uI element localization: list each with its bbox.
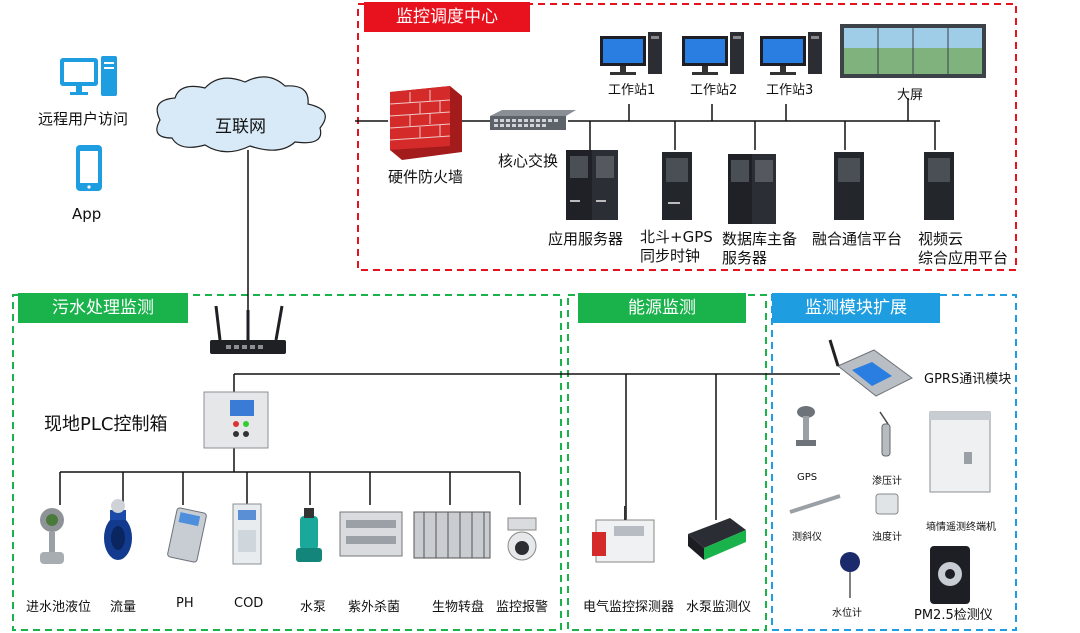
smartphone-icon [76, 145, 102, 191]
section-tag-energy: 能源监测 [578, 293, 746, 323]
turbidity-label: 浊度计 [872, 532, 902, 543]
workstation-2-label: 工作站2 [690, 83, 738, 98]
gprs-label: GPRS通讯模块 [924, 372, 1012, 387]
pump-monitor-icon [688, 518, 746, 560]
sensor-label-alarm: 监控报警 [496, 600, 549, 615]
beidou-gps-clock-icon [662, 152, 692, 220]
sensor-label-level: 进水池液位 [26, 600, 92, 615]
section-tag-center: 监控调度中心 [364, 2, 530, 32]
sensor-label-ph: PH [176, 596, 194, 611]
workstation-1-icon [600, 32, 662, 75]
video-platform-label-line2: 综合应用平台 [918, 249, 1009, 267]
internet-label: 互联网 [215, 117, 266, 137]
piezometer-label: 渗压计 [872, 476, 902, 487]
beidou-label-line1: 北斗+GPS [640, 228, 713, 246]
biological-disc-icon [413, 511, 491, 559]
database-label-line2: 服务器 [722, 249, 768, 267]
remote-user-label: 远程用户访问 [38, 110, 129, 128]
ph-meter-icon [167, 507, 207, 563]
sensor-label-uv: 紫外杀菌 [348, 600, 401, 615]
workstation-3-label: 工作站3 [766, 83, 814, 98]
big-screen-label: 大屏 [897, 88, 924, 103]
electrical-detector-icon [592, 506, 655, 563]
gps-label: GPS [797, 472, 818, 483]
database-label-line1: 数据库主备 [722, 230, 798, 248]
big-screen-icon [840, 24, 986, 78]
piezometer-icon [879, 411, 891, 457]
water-level-label: 水位计 [832, 608, 862, 619]
plc-label: 现地PLC控制箱 [44, 414, 168, 435]
sensor-label-disc: 生物转盘 [432, 600, 485, 615]
video-platform-label-line1: 视频云 [918, 230, 964, 248]
database-server-icon [728, 154, 776, 224]
sewage-region-border [12, 294, 562, 631]
workstation-3-icon [760, 32, 822, 75]
uv-sterilizer-icon [339, 511, 403, 557]
level-sensor-icon [40, 508, 64, 564]
energy-label-pump-monitor: 水泵监测仪 [686, 600, 752, 615]
pm25-label: PM2.5检测仪 [914, 608, 993, 623]
water-level-meter-icon [840, 552, 860, 598]
energy-label-detector: 电气监控探测器 [583, 600, 675, 615]
workstation-1-label: 工作站1 [608, 83, 656, 98]
sensor-label-pump: 水泵 [300, 600, 327, 615]
plc-cabinet-icon [203, 391, 269, 449]
app-server-label: 应用服务器 [548, 230, 624, 248]
section-tag-expand: 监测模块扩展 [772, 293, 940, 323]
telemetry-terminal-icon [929, 411, 991, 493]
inclinometer-icon [789, 494, 841, 514]
inclinometer-label: 测斜仪 [792, 532, 822, 543]
flowmeter-icon [104, 499, 132, 560]
core-switch-label: 核心交换 [498, 152, 559, 170]
energy-region-border [567, 294, 767, 631]
cod-analyzer-icon [232, 503, 262, 565]
connection-lines [59, 98, 940, 520]
sensor-label-cod: COD [234, 596, 264, 611]
gps-antenna-icon [796, 406, 816, 446]
pm25-detector-icon [930, 546, 970, 604]
center-region-border [357, 3, 1017, 271]
core-switch-icon [490, 110, 576, 130]
app-server-icon [566, 150, 618, 220]
firewall-label: 硬件防火墙 [388, 168, 464, 186]
fusion-platform-server-icon [834, 152, 864, 220]
surveillance-camera-icon [507, 517, 537, 561]
router-icon [210, 305, 286, 354]
app-label: App [72, 205, 102, 223]
desktop-pc-icon [60, 56, 117, 96]
section-tag-sewage: 污水处理监测 [18, 293, 188, 323]
terminal-label: 墒情遥测终端机 [926, 522, 996, 533]
beidou-label-line2: 同步时钟 [640, 247, 701, 265]
sensor-label-flow: 流量 [110, 600, 137, 615]
cloud-icon [156, 76, 326, 153]
fusion-platform-label: 融合通信平台 [812, 230, 903, 248]
video-platform-server-icon [924, 152, 954, 220]
gprs-module-icon [828, 339, 913, 397]
turbidity-meter-icon [875, 493, 899, 515]
water-pump-icon [296, 508, 322, 562]
firewall-icon [389, 86, 462, 160]
workstation-2-icon [682, 32, 744, 75]
